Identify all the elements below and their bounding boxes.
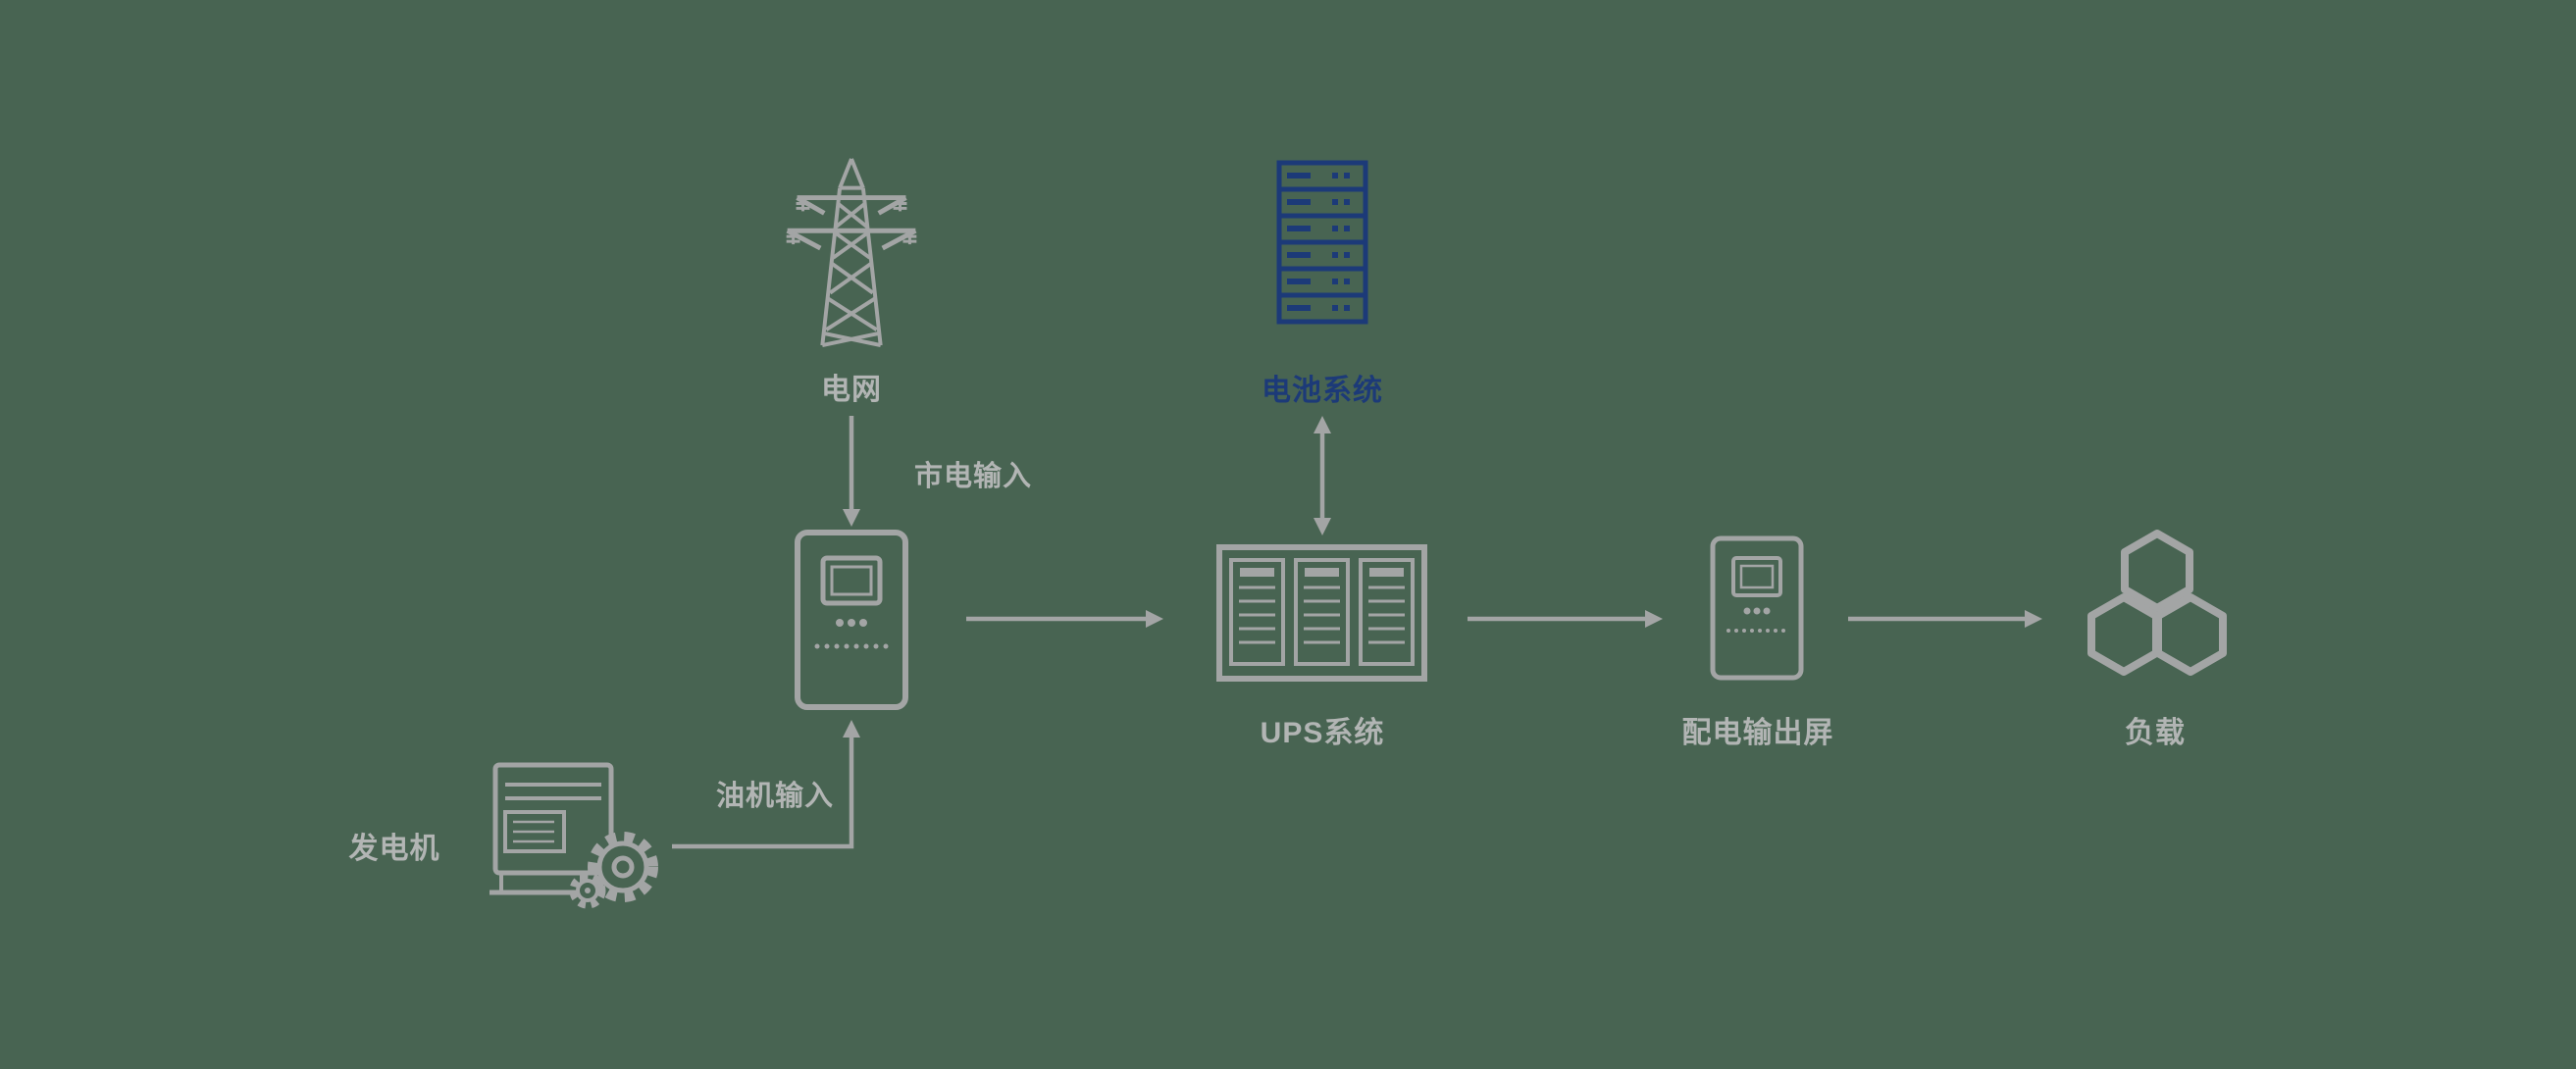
arrow-output-load: [1848, 610, 2042, 628]
battery-label: 电池系统: [1262, 375, 1383, 407]
gear-icon: [588, 832, 658, 902]
arrow-cabinet-ups: [966, 610, 1163, 628]
small-gear-icon: [569, 872, 606, 909]
ups-label: UPS系统: [1260, 717, 1385, 749]
battery-rack-icon: [1275, 160, 1369, 325]
load-label: 负载: [2125, 717, 2186, 749]
ups-system-icon: [1216, 544, 1427, 682]
arrow-battery-ups: [1314, 416, 1331, 535]
output-panel-label: 配电输出屏: [1681, 717, 1834, 749]
transmission-tower-icon: [783, 155, 920, 349]
ups-input-cabinet-icon: [794, 529, 909, 711]
mains-input-label: 市电输入: [913, 461, 1033, 492]
arrow-ups-output: [1468, 610, 1663, 628]
arrow-mains-input: [843, 416, 860, 527]
distribution-panel-icon: [1709, 534, 1805, 682]
load-hexagons-icon: [2078, 520, 2237, 692]
generator-label: 发电机: [348, 833, 440, 865]
grid-label: 电网: [821, 374, 882, 406]
generator-icon: [486, 757, 667, 910]
generator-input-label: 油机输入: [715, 781, 835, 812]
